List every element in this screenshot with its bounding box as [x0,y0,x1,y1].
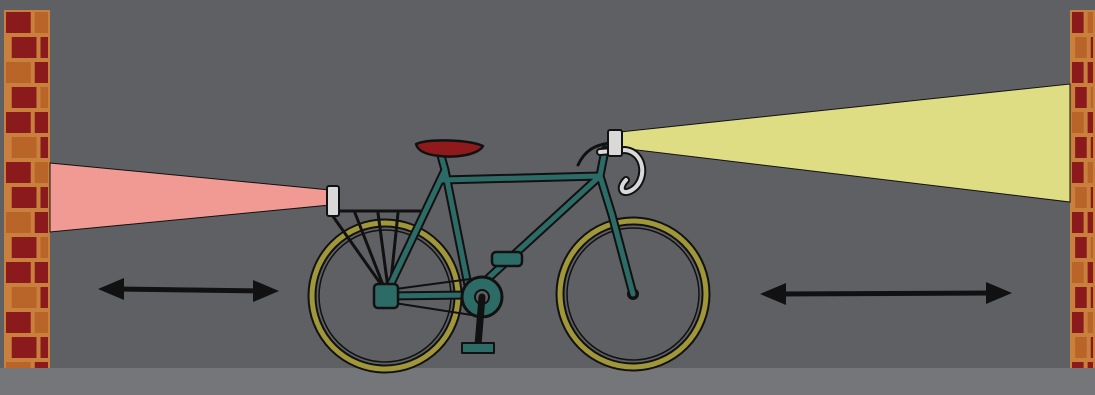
front-lamp [608,130,622,156]
right-wall-brick [1072,362,1084,368]
left-brick-wall [4,10,50,368]
left-wall-brick [41,287,49,308]
right-wall-brick [1091,337,1093,358]
floor [0,368,1095,395]
left-wall-brick [41,137,49,158]
left-wall-brick [12,237,37,258]
right-wall-brick [1075,337,1087,358]
right-wall-brick [1088,162,1093,183]
left-wall-brick [12,137,37,158]
right-wall-brick [1072,112,1084,133]
right-wall-brick [1088,212,1093,233]
right-wall-brick [1088,12,1093,33]
right-wall-brick [1091,37,1093,58]
left-wall-brick [35,162,48,183]
right-wall-brick [1088,312,1093,333]
right-wall-brick [1075,137,1087,158]
right-wall-brick [1072,262,1084,283]
right-wall-brick [1088,112,1093,133]
left-wall-brick [6,12,31,33]
right-wall-brick [1088,62,1093,83]
right-wall-brick [1072,62,1084,83]
right-wall-brick [1075,237,1087,258]
saddle [416,140,483,156]
right-wall-brick [1091,87,1093,108]
left-wall-brick [35,362,48,368]
right-wall-brick [1091,237,1093,258]
left-wall-brick [6,262,31,283]
right-wall-brick [1075,287,1087,308]
left-wall-brick [6,112,31,133]
rear-derailleur [374,284,398,308]
left-wall-brick [35,62,48,83]
right-wall-brick [1072,312,1084,333]
rear-lamp [327,186,339,216]
left-wall-brick [41,337,49,358]
right-wall-brick [1088,262,1093,283]
left-wall-brick [12,287,37,308]
right-wall-brick [1072,12,1084,33]
right-wall-brick [1091,137,1093,158]
left-wall-brick [41,87,49,108]
right-wall-brick [1091,187,1093,208]
left-wall-brick [12,37,37,58]
right-wall-brick [1075,37,1087,58]
left-wall-brick [35,112,48,133]
left-wall-brick [6,162,31,183]
right-brick-wall [1070,10,1095,368]
left-wall-brick [12,187,37,208]
left-wall-brick [41,187,49,208]
left-wall-brick [35,312,48,333]
right-wall-brick [1091,287,1093,308]
left-wall-brick [6,312,31,333]
left-wall-brick [35,12,48,33]
pedal [492,252,522,266]
left-wall-brick [6,362,31,368]
left-wall-brick [35,212,48,233]
right-wall-brick [1072,162,1084,183]
left-wall-brick [6,62,31,83]
right-wall-brick [1075,87,1087,108]
left-wall-brick [35,262,48,283]
right-wall-brick [1072,212,1084,233]
right-wall-brick [1075,187,1087,208]
right-wall-brick [1088,362,1093,368]
left-wall-brick [41,237,49,258]
left-wall-brick [6,212,31,233]
left-wall-brick [12,337,37,358]
left-wall-brick [12,87,37,108]
left-wall-brick [41,37,49,58]
